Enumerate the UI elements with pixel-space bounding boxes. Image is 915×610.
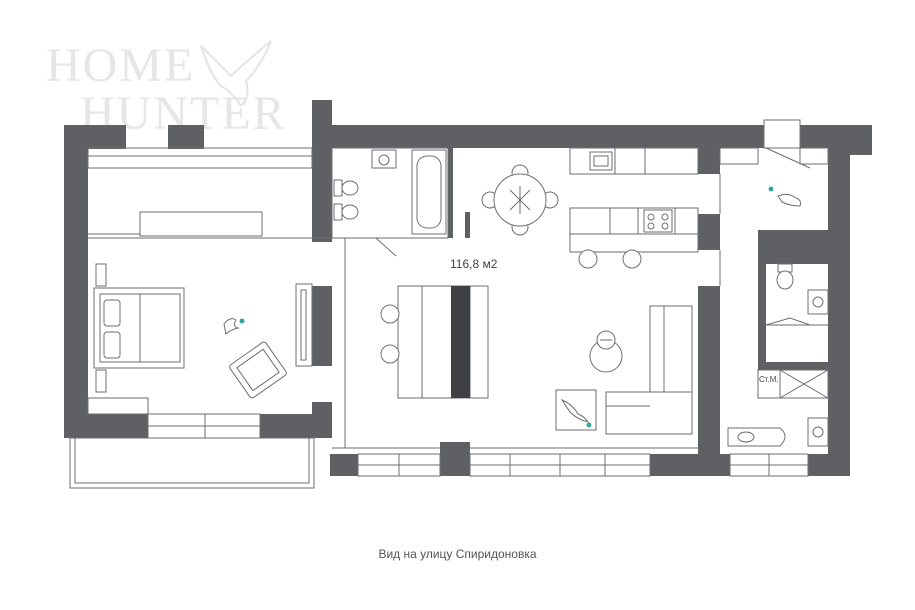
sink-icon [589, 151, 613, 171]
sink-icon [807, 417, 829, 447]
bedside-table [95, 263, 107, 287]
sofa-icon [605, 305, 693, 435]
toilet-icon [333, 179, 359, 221]
stove-icon [643, 209, 673, 233]
kitchen-island [380, 285, 489, 399]
closet-label: Ст.М. [759, 375, 779, 384]
dining-table-icon [481, 164, 559, 236]
bathroom-door [375, 237, 397, 257]
armchair-icon [229, 341, 287, 399]
bathtub-icon [411, 149, 447, 235]
bird-sculpture-icon [768, 186, 801, 207]
bar-stools [578, 249, 642, 269]
kitchen-counter [569, 147, 699, 253]
coffee-table [589, 330, 623, 373]
sink-icon [807, 289, 829, 315]
total-area-label: 116,8 м2 [450, 257, 498, 271]
eagle-logo-icon [200, 40, 272, 106]
bedside-table [95, 369, 107, 393]
sink-icon [371, 149, 397, 169]
walls [64, 100, 872, 476]
bird-sculpture-icon [223, 318, 245, 336]
partitions [69, 119, 829, 489]
logo-line-1: HOME [46, 39, 196, 92]
toilet-icon [776, 263, 794, 290]
bird-sculpture-icon [555, 389, 597, 431]
bed-icon [93, 287, 185, 369]
washer-icon [727, 427, 786, 447]
street-caption: Вид на улицу Спиридоновка [378, 547, 537, 561]
